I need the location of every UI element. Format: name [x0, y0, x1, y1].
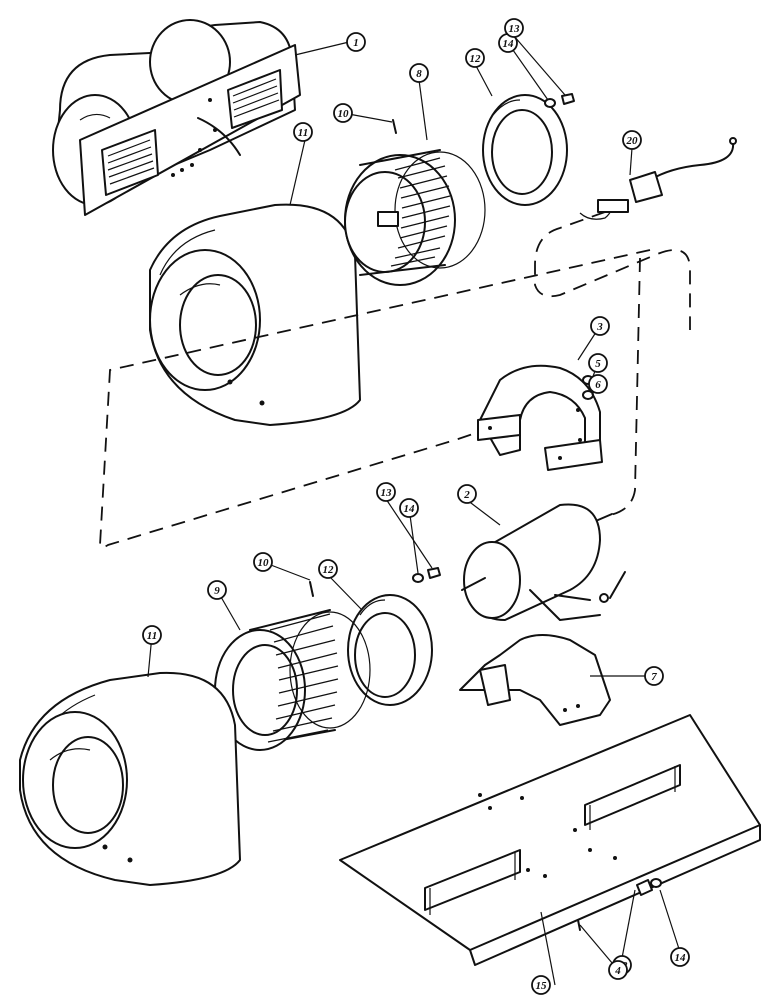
blower-motor	[461, 503, 626, 621]
callout-label: 14	[675, 952, 687, 964]
callout-circle	[465, 48, 485, 68]
callout-label: 12	[470, 53, 482, 65]
callout-circle	[588, 374, 608, 394]
callout-c7: 7	[644, 666, 664, 686]
callout-circle	[622, 130, 642, 150]
callout-label: 10	[258, 557, 270, 569]
callout-c11a: 11	[293, 122, 313, 142]
callout-label: 10	[338, 108, 350, 120]
callout-label: 13	[381, 487, 393, 499]
callout-label: 13	[509, 23, 521, 35]
callout-circle	[333, 103, 353, 123]
callout-c4: 4	[608, 960, 628, 980]
callouts: 1111081214132035621314121091171314415	[142, 18, 690, 995]
callout-circle	[399, 498, 419, 518]
upper-blower-housing	[149, 203, 361, 426]
callout-label: 20	[626, 135, 639, 147]
upper-blower-wheel	[344, 149, 486, 286]
callout-label: 11	[298, 127, 308, 139]
callout-circle	[588, 353, 608, 373]
callout-c15: 15	[531, 975, 551, 995]
callout-label: 4	[614, 965, 621, 977]
callout-c13b: 13	[376, 482, 396, 502]
callout-c2: 2	[457, 484, 477, 504]
callout-c9: 9	[207, 580, 227, 600]
upper-inlet-ring	[482, 94, 568, 206]
motor-mount-plate	[459, 634, 611, 726]
wire-harness	[579, 137, 737, 220]
callout-circle	[253, 552, 273, 572]
callout-label: 2	[463, 489, 470, 501]
callout-c14c: 14	[670, 947, 690, 967]
callout-circle	[346, 32, 366, 52]
callout-circle	[590, 316, 610, 336]
lower-blower-housing	[19, 671, 241, 886]
callout-circle	[670, 947, 690, 967]
callout-c14b: 14	[399, 498, 419, 518]
callout-c12b: 12	[318, 559, 338, 579]
callout-c10b: 10	[253, 552, 273, 572]
callout-label: 9	[214, 585, 220, 597]
motor-bracket	[477, 364, 603, 471]
callout-circle	[376, 482, 396, 502]
callout-c11b: 11	[142, 625, 162, 645]
callout-label: 7	[651, 671, 657, 683]
lower-inlet-ring	[347, 594, 433, 706]
callout-circle	[409, 63, 429, 83]
callout-c13a: 13	[504, 18, 524, 38]
callout-c20: 20	[622, 130, 642, 150]
callout-c10a: 10	[333, 103, 353, 123]
callout-c14a: 14	[498, 33, 518, 53]
callout-circle	[293, 122, 313, 142]
callout-label: 8	[416, 68, 422, 80]
callout-circle	[318, 559, 338, 579]
callout-circle	[531, 975, 551, 995]
callout-circle	[207, 580, 227, 600]
callout-label: 1	[353, 37, 359, 49]
leader-lines	[147, 35, 681, 986]
callout-c6: 6	[588, 374, 608, 394]
callout-label: 14	[503, 38, 515, 50]
callout-c1: 1	[346, 32, 366, 52]
callout-label: 11	[147, 630, 157, 642]
callout-c8: 8	[409, 63, 429, 83]
callout-c5: 5	[588, 353, 608, 373]
callout-circle	[142, 625, 162, 645]
upper-hardware	[392, 93, 575, 134]
callout-c3: 3	[590, 316, 610, 336]
callout-circle	[457, 484, 477, 504]
callout-label: 15	[536, 980, 548, 992]
callout-circle	[504, 18, 524, 38]
callout-c12a: 12	[465, 48, 485, 68]
callout-label: 12	[323, 564, 335, 576]
callout-circle	[644, 666, 664, 686]
lower-hardware	[309, 567, 441, 597]
callout-label: 14	[404, 503, 416, 515]
callout-label: 6	[595, 379, 601, 391]
callout-circle	[608, 960, 628, 980]
base-plate	[339, 714, 761, 966]
blower-assembly	[52, 19, 301, 216]
callout-label: 3	[596, 321, 603, 333]
cable-routing-lines	[99, 211, 691, 549]
callout-label: 5	[595, 358, 601, 370]
lower-blower-wheel	[214, 609, 371, 751]
